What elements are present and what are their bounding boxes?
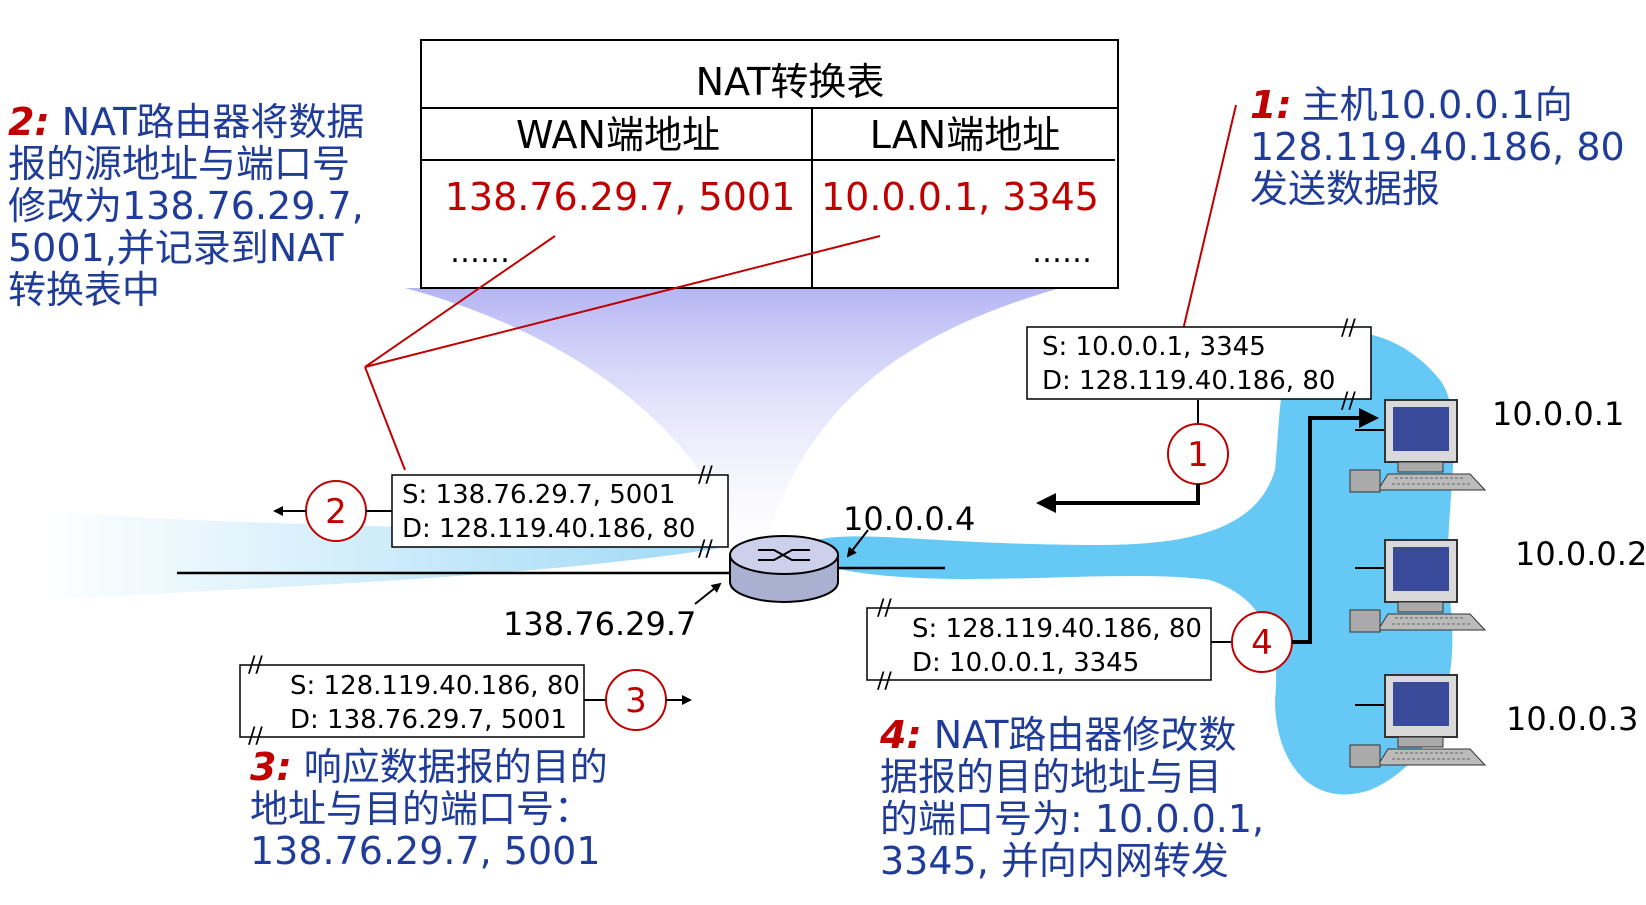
svg-text://: //: [698, 537, 713, 562]
step-1-line-1: 128.119.40.186, 80: [1250, 125, 1625, 169]
table-funnel: [405, 288, 1060, 560]
step-1-number: 1:: [1250, 83, 1292, 127]
packet-3: S: 128.119.40.186, 80 D: 138.76.29.7, 50…: [239, 653, 692, 749]
step-2-note: 2: NAT路由器将数据 报的源地址与端口号 修改为138.76.29.7, 5…: [8, 100, 364, 312]
lan-more: ……: [1032, 235, 1092, 270]
step-4-note: 4: NAT路由器修改数 据报的目的地址与目 的端口号为: 10.0.0.1, …: [879, 713, 1264, 883]
wan-header: WAN端地址: [516, 113, 720, 157]
lan-cloud: [790, 331, 1454, 795]
packet-1-dst: D: 128.119.40.186, 80: [1042, 366, 1335, 396]
packet-3-circle: 3: [625, 681, 647, 721]
packet-2-src: S: 138.76.29.7, 5001: [402, 480, 675, 510]
step-1-line-0: 主机10.0.0.1向: [1302, 83, 1573, 127]
step-2-line-1: 报的源地址与端口号: [8, 142, 350, 186]
host-3-ip: 10.0.0.3: [1506, 700, 1638, 738]
packet-1: S: 10.0.0.1, 3345 D: 128.119.40.186, 80 …: [1026, 316, 1372, 513]
router-lan-ip: 10.0.0.4: [843, 500, 975, 538]
svg-text://: //: [877, 596, 892, 621]
packet-4: S: 128.119.40.186, 80 D: 10.0.0.1, 3345 …: [866, 408, 1379, 694]
packet-2: S: 138.76.29.7, 5001 D: 128.119.40.186, …: [273, 463, 729, 562]
step-3-note: 3: 响应数据报的目的 地址与目的端口号： 138.76.29.7, 5001: [250, 745, 608, 873]
wan-cloud: [40, 508, 720, 600]
host-1: [1349, 399, 1487, 493]
lan-value: 10.0.0.1, 3345: [821, 175, 1099, 219]
host-1-ip: 10.0.0.1: [1492, 395, 1624, 433]
step-3-line-2: 138.76.29.7, 5001: [250, 829, 601, 873]
svg-text://: //: [1341, 316, 1356, 341]
packet-4-circle: 4: [1251, 623, 1273, 663]
nat-table: NAT转换表 WAN端地址 LAN端地址 138.76.29.7, 5001 1…: [420, 39, 1119, 289]
svg-text:1:主机10.0.0.1向: 1:主机10.0.0.1向: [1250, 83, 1573, 127]
svg-text://: //: [698, 463, 713, 488]
svg-text://: //: [248, 724, 263, 749]
step-1-note: 1:主机10.0.0.1向 128.119.40.186, 80 发送数据报: [1250, 83, 1625, 211]
step-2-line-0: NAT路由器将数据: [50, 100, 365, 144]
host-3: [1349, 674, 1487, 768]
step-4-line-3: 3345, 并向内网转发: [880, 839, 1229, 883]
step-4-line-2: 的端口号为: 10.0.0.1,: [880, 797, 1264, 841]
nat-table-title: NAT转换表: [696, 60, 885, 104]
svg-text://: //: [248, 653, 263, 678]
packet-1-src: S: 10.0.0.1, 3345: [1042, 332, 1266, 362]
svg-text://: //: [1341, 389, 1356, 414]
packet-4-dst: D: 10.0.0.1, 3345: [912, 648, 1139, 678]
host-2: [1349, 539, 1487, 633]
packet-4-src: S: 128.119.40.186, 80: [912, 614, 1202, 644]
wan-more: ……: [450, 235, 510, 270]
packet-3-src: S: 128.119.40.186, 80: [290, 671, 580, 701]
step-2-line-2: 修改为138.76.29.7,: [8, 184, 364, 228]
step-4-line-0: NAT路由器修改数: [922, 713, 1237, 757]
lan-header: LAN端地址: [870, 113, 1060, 157]
step-2-number: 2:: [8, 100, 50, 144]
step2-leaders: [364, 235, 881, 471]
packet-2-dst: D: 128.119.40.186, 80: [402, 514, 695, 544]
svg-text:4: NAT路由器修改数: 4: NAT路由器修改数: [879, 713, 1236, 757]
step-3-line-0: 响应数据报的目的: [292, 745, 608, 789]
svg-text:2: NAT路由器将数据: 2: NAT路由器将数据: [8, 100, 364, 144]
packet-1-circle: 1: [1187, 435, 1209, 475]
step1-leader: [1182, 104, 1237, 331]
packet-3-dst: D: 138.76.29.7, 5001: [290, 705, 567, 735]
packet-2-circle: 2: [325, 492, 347, 532]
nat-router: [729, 535, 839, 603]
step-3-number: 3:: [250, 745, 292, 789]
step-4-number: 4:: [879, 713, 922, 757]
step-2-line-4: 转换表中: [8, 268, 160, 312]
svg-text://: //: [877, 669, 892, 694]
step-3-line-1: 地址与目的端口号：: [250, 787, 592, 831]
host-2-ip: 10.0.0.2: [1515, 535, 1646, 573]
step-2-line-3: 5001,并记录到NAT: [8, 226, 344, 270]
step-1-line-2: 发送数据报: [1250, 167, 1440, 211]
svg-text:3: 响应数据报的目的: 3: 响应数据报的目的: [250, 745, 608, 789]
step-4-line-1: 据报的目的地址与目: [880, 755, 1222, 799]
wan-value: 138.76.29.7, 5001: [445, 175, 796, 219]
router-wan-ip: 138.76.29.7: [503, 605, 696, 643]
